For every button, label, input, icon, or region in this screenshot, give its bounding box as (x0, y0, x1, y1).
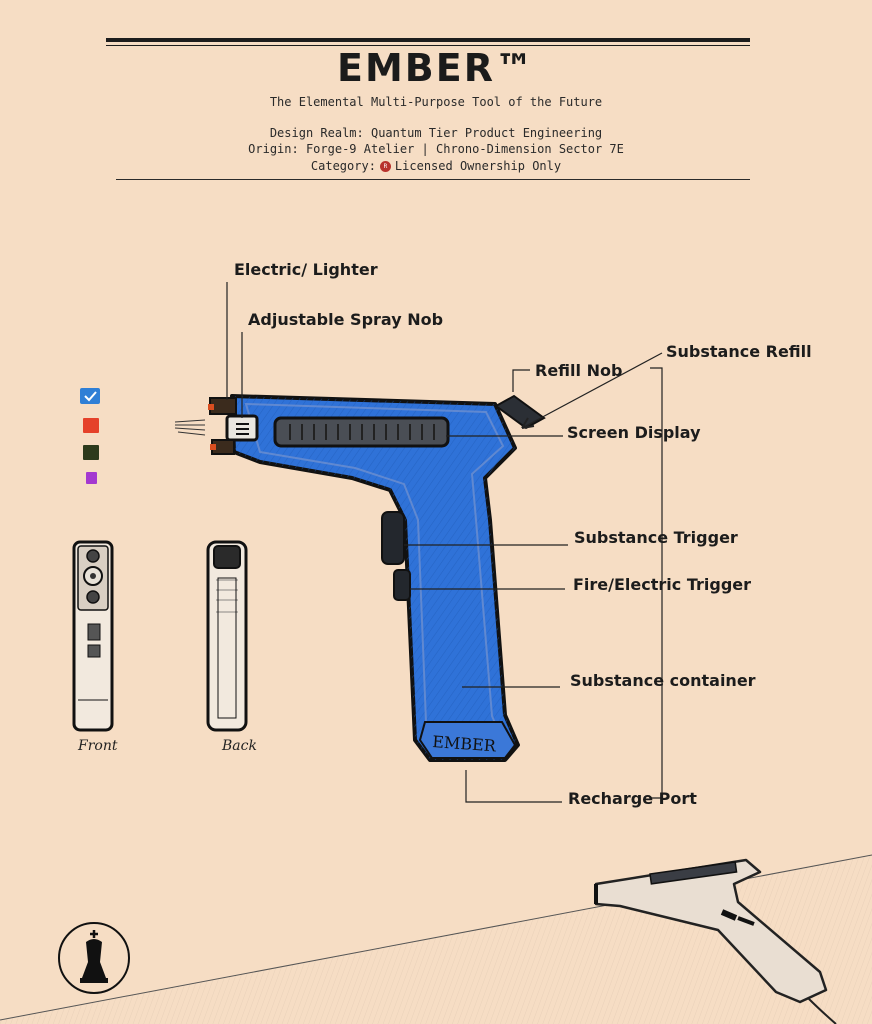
perspective-device-sketch (594, 858, 837, 1024)
label-fire-trigger: Fire/Electric Trigger (573, 575, 752, 594)
refill-nob (494, 394, 546, 430)
swatch-purple[interactable] (86, 472, 97, 484)
label-front-view: Front (78, 738, 118, 754)
grip-base (418, 721, 517, 759)
meta-category-suffix: Licensed Ownership Only (394, 159, 562, 173)
leader-recharge-port (465, 770, 562, 803)
swatch-blue[interactable] (80, 388, 100, 404)
swatch-olive[interactable] (83, 445, 99, 460)
swatch-red[interactable] (83, 418, 99, 433)
meta-origin: Origin: Forge-9 Atelier | Chrono-Dimensi… (248, 142, 624, 156)
label-back-view: Back (222, 738, 257, 754)
meta-category-prefix: Category: (310, 159, 376, 173)
fire-trigger (393, 569, 411, 601)
page-subtitle: The Elemental Multi-Purpose Tool of the … (269, 95, 603, 109)
substance-trigger (381, 511, 405, 565)
label-spray-nob: Adjustable Spray Nob (248, 310, 444, 329)
label-electric-lighter: Electric/ Lighter (234, 260, 378, 279)
label-substance-container: Substance container (570, 671, 756, 690)
callout-leaders (226, 282, 663, 803)
color-swatches (80, 388, 100, 484)
label-substance-refill: Substance Refill (666, 342, 812, 361)
meta-design-realm: Design Realm: Quantum Tier Product Engin… (269, 126, 603, 140)
leader-refill-nob (512, 369, 530, 392)
header-rule-top (106, 38, 750, 42)
chess-king-icon (58, 922, 130, 994)
ember-device: EMBER (208, 394, 546, 762)
bracket-line (650, 367, 663, 799)
page-title: EMBER™ (337, 46, 535, 90)
label-screen-display: Screen Display (567, 423, 701, 442)
swatch-check-icon (84, 391, 97, 402)
device-hatching (232, 396, 518, 760)
front-view-sketch (72, 540, 114, 732)
leader-substance-refill (521, 352, 663, 429)
header-rule-top-thin (106, 45, 750, 46)
registered-badge-icon: R (379, 161, 391, 172)
arrow-substance-refill-icon (521, 417, 535, 429)
back-view-sketch (206, 540, 248, 732)
header-rule-bottom (116, 179, 750, 180)
device-brand-text: EMBER (432, 732, 498, 755)
label-substance-trigger: Substance Trigger (574, 528, 738, 547)
label-refill-nob: Refill Nob (535, 361, 623, 380)
spray-lines (174, 419, 206, 436)
label-recharge-port: Recharge Port (568, 789, 697, 808)
